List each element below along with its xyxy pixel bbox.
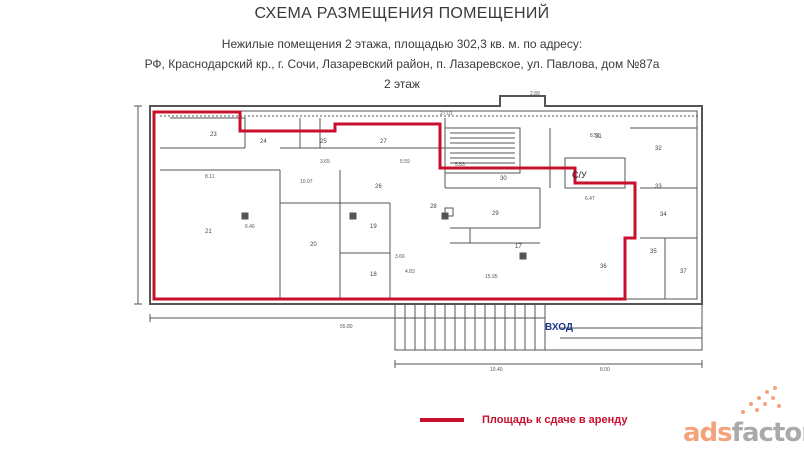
stair-steps (450, 132, 515, 169)
building-outer-wall (149, 95, 703, 305)
subtitle-premises: Нежилые помещения 2 этажа, площадью 302,… (221, 37, 583, 51)
wc-label: С/У (572, 170, 587, 180)
room-label: 33 (655, 184, 662, 190)
room-label: 36 (600, 264, 607, 270)
dimension-label: 5.83 (455, 162, 465, 168)
subtitle-floor: 2 этаж (384, 77, 420, 91)
room-label: 34 (660, 212, 667, 218)
room-label: 30 (500, 176, 507, 182)
room-label: 23 (210, 132, 217, 138)
building-inner-wall (154, 110, 698, 300)
dimension-label: 10.40 (490, 367, 503, 373)
room-label: 19 (370, 224, 377, 230)
dimension-label: 8.51 (590, 133, 600, 139)
column (241, 212, 249, 220)
column (519, 252, 527, 260)
room-label: 17 (515, 244, 522, 250)
room-label: 24 (260, 139, 267, 145)
stair-steps-bottom (404, 304, 546, 350)
room-label: 21 (205, 229, 212, 235)
page-title: СХЕМА РАЗМЕЩЕНИЯ ПОМЕЩЕНИЙ (254, 5, 550, 22)
bottom-dimension-line-2 (394, 360, 703, 368)
ramp-lines (560, 327, 702, 339)
legend-swatch (420, 418, 464, 422)
dimension-label: 4.83 (405, 269, 415, 275)
dimension-label: 2.89 (530, 91, 540, 97)
left-dimension-line (134, 105, 142, 305)
floor-plan: 23 24 25 26 27 28 29 30 31 32 33 34 35 3… (134, 91, 703, 373)
wc-box (564, 157, 626, 189)
room-label: 35 (650, 249, 657, 255)
dimension-label: 8.11 (205, 174, 215, 180)
room-label: 32 (655, 146, 662, 152)
bottom-dimension-line (149, 314, 546, 322)
legend-label: Площадь к сдаче в аренду (482, 414, 628, 426)
stairwell (445, 127, 521, 174)
dimension-label: 5.59 (400, 159, 410, 165)
room-label: 18 (370, 272, 377, 278)
watermark-logo: adsfactory (683, 418, 804, 448)
dimension-label: 3.66 (395, 254, 405, 260)
column (349, 212, 357, 220)
legend: Площадь к сдаче в аренду (420, 414, 628, 426)
entrance-label: ВХОД (545, 322, 573, 333)
dimension-label: 6.46 (245, 224, 255, 230)
room-label: 25 (320, 139, 327, 145)
dimension-label: 27.01 (440, 111, 453, 117)
dimension-label: 10.07 (300, 179, 313, 185)
bottom-stairs (394, 304, 703, 351)
room-label: 26 (375, 184, 382, 190)
dimension-label: 15.95 (485, 274, 498, 280)
room-label: 27 (380, 139, 387, 145)
room-label: 31 (595, 134, 602, 140)
room-label: 28 (430, 204, 437, 210)
interior-walls (160, 117, 697, 299)
room-label: 20 (310, 242, 317, 248)
room-label: 29 (492, 211, 499, 217)
column (444, 207, 454, 217)
dimension-label: 55.80 (340, 324, 353, 330)
dimension-label: 6.47 (585, 196, 595, 202)
dimension-label: 3.65 (320, 159, 330, 165)
dimension-label: 8.00 (600, 367, 610, 373)
subtitle-address: РФ, Краснодарский кр., г. Сочи, Лазаревс… (144, 57, 660, 71)
rental-area-outline (152, 110, 637, 301)
watermark-dots-icon (741, 386, 781, 414)
room-label: 37 (680, 269, 687, 275)
